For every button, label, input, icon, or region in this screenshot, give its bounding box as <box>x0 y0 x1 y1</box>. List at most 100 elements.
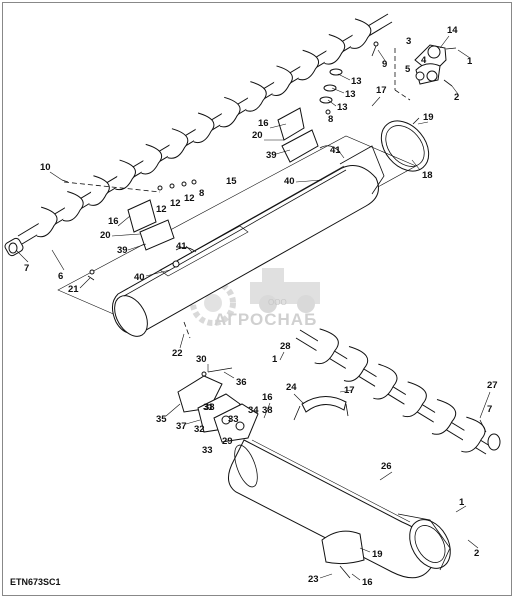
callout-21: 21 <box>68 284 79 295</box>
auger-flight <box>461 416 486 453</box>
leader-line <box>15 249 29 263</box>
leader-line <box>337 149 345 159</box>
callout-12b: 12 <box>170 198 181 209</box>
end-bearing-plates <box>177 367 259 443</box>
auger-flight <box>324 34 346 65</box>
leader-line <box>279 351 285 361</box>
callout-1b: 1 <box>272 354 278 365</box>
leader-line <box>327 99 337 107</box>
leader-line <box>275 149 291 155</box>
callout-39b: 39 <box>117 245 128 256</box>
callout-7b: 7 <box>487 404 492 415</box>
callout-30: 30 <box>196 354 207 365</box>
leader-line <box>179 333 185 349</box>
watermark-sub: ООО <box>268 298 287 307</box>
leader-line <box>479 391 491 419</box>
leader-line <box>165 403 181 417</box>
callout-29: 29 <box>222 436 233 447</box>
auger-flight <box>193 112 215 144</box>
callout-41a: 41 <box>330 145 341 156</box>
auger-flight <box>402 381 427 418</box>
callout-40b: 40 <box>134 272 145 283</box>
auger-flight <box>343 346 369 382</box>
leader-line <box>263 402 271 419</box>
callout-1: 1 <box>467 56 473 67</box>
leader-line <box>293 393 305 405</box>
callout-8a: 8 <box>328 114 333 125</box>
leader-line <box>185 245 193 253</box>
leader-line <box>371 96 381 107</box>
leader-lines <box>15 35 491 581</box>
callout-34: 34 <box>248 405 259 416</box>
callout-38a: 38 <box>204 402 215 413</box>
callout-7a: 7 <box>24 263 29 274</box>
leader-line <box>455 505 467 513</box>
callout-2b: 2 <box>474 548 479 559</box>
callout-41b: 41 <box>176 241 187 252</box>
figure-code: ETN673SC1 <box>10 577 61 587</box>
callout-40a: 40 <box>284 176 295 187</box>
leader-line <box>117 215 131 227</box>
leader-line <box>457 49 471 59</box>
leader-line <box>351 573 361 581</box>
callout-37: 37 <box>176 421 187 432</box>
callout-19a: 19 <box>423 112 434 123</box>
leader-line <box>451 85 459 95</box>
callout-16c: 16 <box>262 392 273 403</box>
callout-1c: 1 <box>459 497 465 508</box>
callout-12a: 12 <box>156 204 167 215</box>
callout-33b: 33 <box>202 445 213 456</box>
callout-2: 2 <box>454 92 459 103</box>
callout-15: 15 <box>226 176 237 187</box>
spacer-washers <box>319 41 379 104</box>
callout-18: 18 <box>422 170 433 181</box>
leader-line <box>223 371 235 379</box>
auger-flight <box>62 190 84 222</box>
callout-4: 4 <box>421 55 427 66</box>
leader-line <box>439 35 450 49</box>
auger-flight <box>36 206 58 238</box>
leader-line <box>127 243 147 251</box>
callout-13b: 13 <box>345 89 356 100</box>
auger-flight <box>350 18 372 49</box>
leader-line <box>185 419 201 425</box>
watermark: ООО АГРОСНАБ <box>190 268 320 329</box>
callout-17a: 17 <box>376 85 387 96</box>
lower-auger-tube <box>228 439 451 579</box>
callout-9: 9 <box>382 59 387 70</box>
auger-flight <box>167 128 189 159</box>
callout-3: 3 <box>406 36 411 47</box>
callout-6: 6 <box>58 271 63 282</box>
callout-16b: 16 <box>108 216 119 227</box>
upper-auger-shaft <box>4 13 393 257</box>
callout-14: 14 <box>447 25 458 36</box>
callout-28: 28 <box>280 341 291 352</box>
callout-23: 23 <box>308 574 319 585</box>
leader-line <box>51 249 65 271</box>
callout-labels: 14 3 1 5 4 2 9 13 13 13 8 17 19 18 16 20… <box>24 25 498 588</box>
callout-36: 36 <box>236 377 247 388</box>
auger-flight <box>373 363 398 400</box>
leader-line <box>49 171 63 181</box>
leader-line <box>467 539 479 549</box>
callout-32: 32 <box>194 424 205 435</box>
callout-13a: 13 <box>351 76 362 87</box>
callout-16a: 16 <box>258 118 269 129</box>
callout-17b: 17 <box>344 385 355 396</box>
lower-auger-shaft <box>295 328 501 455</box>
leader-line <box>319 573 333 579</box>
callout-35: 35 <box>156 414 167 425</box>
callout-12c: 12 <box>184 193 195 204</box>
callout-20a: 20 <box>252 130 263 141</box>
callout-10: 10 <box>40 162 51 173</box>
auger-flight <box>272 65 293 96</box>
leader-line <box>337 73 351 81</box>
upper-auger-tube <box>57 135 417 337</box>
leader-line <box>377 49 387 63</box>
leader-line <box>359 547 371 553</box>
leader-line <box>269 123 287 129</box>
auger-flight <box>219 96 241 128</box>
auger-flight <box>431 399 457 435</box>
callout-31: 31 <box>203 402 214 413</box>
hanger-bearing-assembly <box>394 44 457 101</box>
